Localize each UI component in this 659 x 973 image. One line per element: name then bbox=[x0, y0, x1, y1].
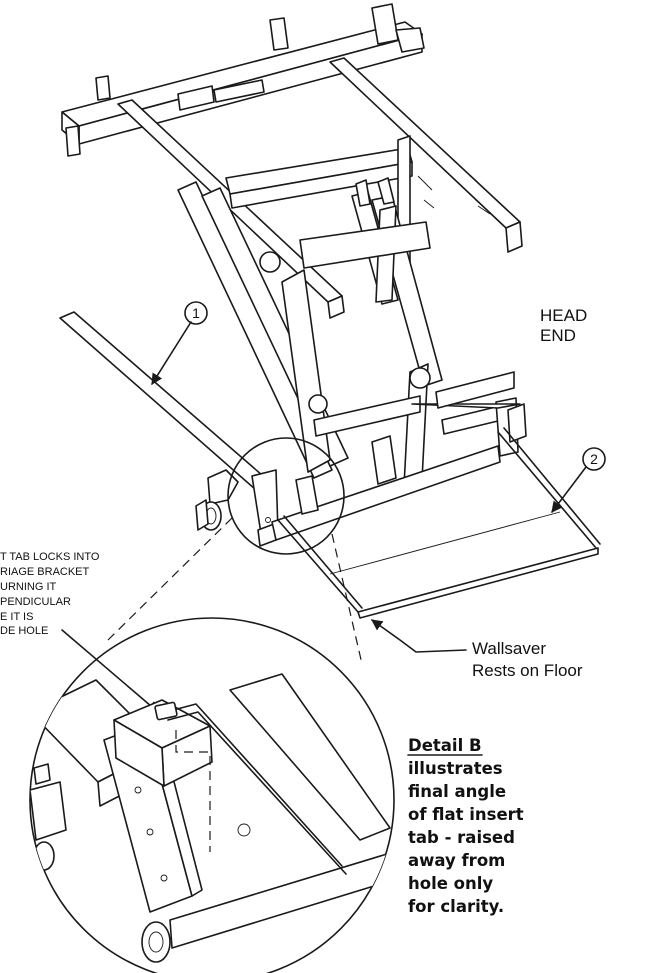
svg-text:illustrates: illustrates bbox=[408, 759, 503, 778]
svg-text:END: END bbox=[540, 326, 576, 345]
svg-text:HEAD: HEAD bbox=[540, 306, 587, 325]
svg-text:hole only: hole only bbox=[408, 874, 493, 893]
callout-2: 2 bbox=[551, 447, 606, 513]
svg-text:T TAB LOCKS INTO: T TAB LOCKS INTO bbox=[0, 551, 100, 563]
svg-text:PENDICULAR: PENDICULAR bbox=[0, 596, 71, 608]
detail-reference bbox=[107, 437, 363, 665]
scissor-arms bbox=[177, 177, 443, 487]
callout-1: 1 bbox=[151, 301, 208, 385]
bed-frame-drawing bbox=[59, 3, 601, 619]
svg-text:final angle: final angle bbox=[408, 782, 506, 801]
lower-frame bbox=[271, 371, 527, 541]
svg-text:for clarity.: for clarity. bbox=[408, 897, 504, 916]
wallsaver-label: Wallsaver Rests on Floor bbox=[371, 619, 583, 680]
svg-text:DE HOLE: DE HOLE bbox=[0, 625, 48, 637]
detail-b-caption: Detail B illustrates final angle of flat… bbox=[407, 736, 524, 916]
svg-text:away from: away from bbox=[408, 851, 505, 870]
insert-tab-note: T TAB LOCKS INTO RIAGE BRACKET URNING IT… bbox=[0, 551, 159, 713]
upper-frame-rails bbox=[117, 57, 523, 319]
head-cross-beam bbox=[61, 3, 425, 157]
svg-text:tab - raised: tab - raised bbox=[408, 828, 515, 847]
wallsaver-bar bbox=[277, 427, 601, 619]
callout-2-label: 2 bbox=[590, 451, 598, 467]
caster-wheel bbox=[195, 469, 239, 531]
svg-text:of flat insert: of flat insert bbox=[408, 805, 524, 824]
detail-b-title: Detail B bbox=[408, 736, 482, 755]
svg-text:E IT IS: E IT IS bbox=[0, 611, 33, 623]
head-end-label: HEAD END bbox=[540, 306, 587, 345]
svg-text:Rests on Floor: Rests on Floor bbox=[472, 661, 583, 680]
callout-1-label: 1 bbox=[192, 305, 200, 321]
detail-b-view bbox=[29, 617, 395, 973]
svg-text:RIAGE BRACKET: RIAGE BRACKET bbox=[0, 566, 90, 578]
svg-text:URNING IT: URNING IT bbox=[0, 581, 57, 593]
svg-text:Wallsaver: Wallsaver bbox=[472, 639, 546, 658]
side-rail-1 bbox=[59, 311, 279, 547]
